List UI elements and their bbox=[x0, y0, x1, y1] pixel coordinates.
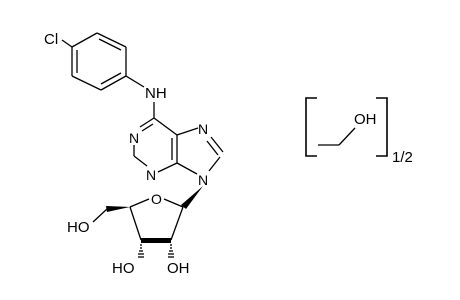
chlorophenyl-ring bbox=[71, 32, 127, 91]
c5-hydroxyl-label: HO bbox=[67, 219, 90, 236]
c2-hydroxyl-label: OH bbox=[167, 260, 190, 277]
methanol-molecule bbox=[318, 127, 356, 146]
ribose-bold-edge bbox=[141, 238, 171, 243]
c-cl-bond bbox=[61, 39, 73, 48]
methanol-hydroxyl-label: OH bbox=[354, 111, 377, 128]
glycosidic-wedge-bond bbox=[181, 186, 203, 209]
c5-ho-bond bbox=[92, 208, 108, 223]
imidazole-ring bbox=[176, 127, 224, 175]
amine-nh-label: NH bbox=[145, 85, 167, 102]
pyrimidine-ring bbox=[133, 117, 178, 173]
chlorine-label: Cl bbox=[44, 31, 58, 48]
c3-hydroxyl-label: HO bbox=[112, 260, 135, 277]
n9-label: N bbox=[198, 172, 208, 188]
c5-wedge-bond bbox=[106, 206, 130, 212]
n3-label: N bbox=[146, 167, 156, 183]
solvate-bracket bbox=[305, 97, 388, 157]
n1-label: N bbox=[129, 130, 139, 146]
c3-oh-hash-bond bbox=[138, 244, 144, 258]
c2-oh-hash-bond bbox=[168, 244, 174, 258]
solvate-stoichiometry: 1/2 bbox=[392, 149, 413, 166]
n7-label: N bbox=[198, 121, 208, 137]
c-nh-bond bbox=[125, 75, 145, 88]
ribose-oxygen-label: O bbox=[151, 191, 162, 207]
